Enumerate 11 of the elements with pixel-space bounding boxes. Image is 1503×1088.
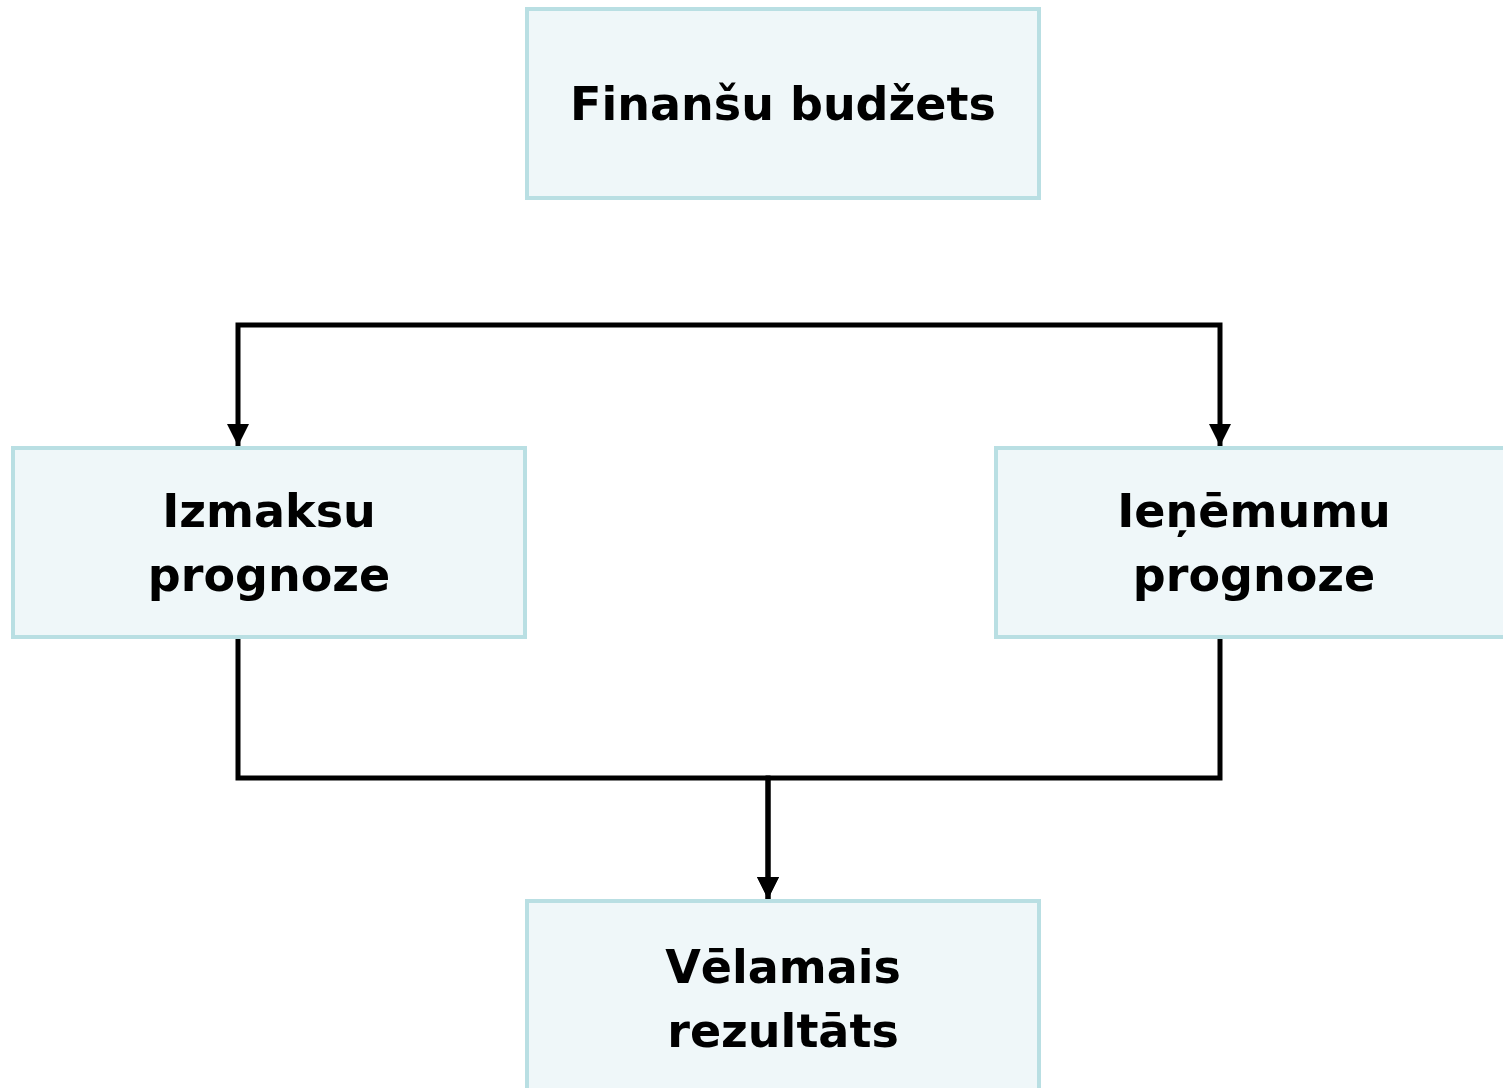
box-label: Vēlamais rezultāts	[664, 939, 902, 1060]
process-box	[525, 7, 1041, 200]
box-label: Finanšu budžets	[570, 75, 996, 133]
arrow	[729, 322, 1231, 446]
box-label: Ieņēmumu prognoze	[1116, 482, 1392, 604]
arrow	[757, 639, 1223, 899]
box-label: Izmaksu prognoze	[146, 482, 392, 604]
process-box	[11, 446, 527, 639]
arrow	[227, 322, 729, 446]
process-box	[525, 899, 1041, 1088]
process-box	[994, 446, 1503, 639]
